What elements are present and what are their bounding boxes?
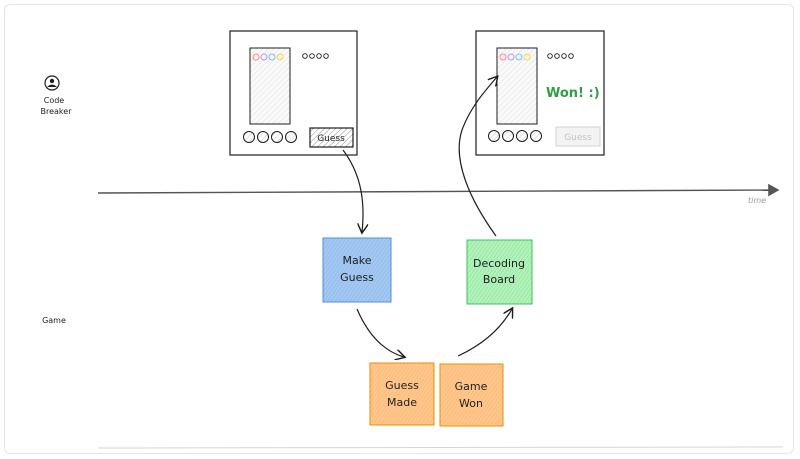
arrow-game-won-to-decoding-board [457, 309, 512, 357]
won-status: Won! :) [546, 86, 600, 101]
feedback-pegs [302, 53, 329, 59]
diagram-frame [4, 4, 794, 454]
sticky-guess-made-line2: Made [387, 396, 417, 409]
guess-button-label: Guess [317, 134, 345, 144]
guess-button-disabled-label: Guess [564, 133, 592, 143]
game-actor-label: Game [42, 316, 66, 325]
screen-mockup-won: Won! :) Guess [475, 30, 605, 156]
arrow-make-guess-to-guess-made [356, 308, 404, 357]
guess-button[interactable]: Guess [309, 127, 354, 148]
code-breaker-label-line2: Breaker [41, 107, 73, 116]
sticky-decoding-board[interactable]: Decoding Board [466, 239, 533, 305]
guess-button-disabled[interactable]: Guess [555, 126, 601, 147]
peg-red [252, 53, 260, 61]
peg-selector [243, 131, 297, 143]
sticky-guess-made-line1: Guess [385, 379, 419, 392]
peg-selector-2 [488, 130, 542, 142]
peg-blue [268, 53, 276, 61]
sticky-make-guess-line1: Make [343, 254, 372, 267]
sticky-decoding-board-line1: Decoding [473, 257, 525, 270]
sticky-make-guess[interactable]: Make Guess [322, 237, 392, 303]
sticky-guess-made[interactable]: Guess Made [369, 362, 435, 426]
sticky-game-won-line1: Game [455, 380, 488, 393]
sticky-game-won-line2: Won [459, 397, 483, 410]
sticky-decoding-board-line2: Board [483, 273, 515, 286]
sticky-make-guess-line2: Guess [340, 271, 374, 284]
timeline-label: time [748, 196, 766, 205]
arrow-guess-to-make-guess [342, 149, 363, 232]
bottom-baseline [97, 446, 784, 449]
timeline: time [97, 183, 780, 205]
guess-pegs-row [252, 53, 284, 61]
peg-yellow [276, 53, 284, 61]
code-breaker-label-line1: Code [44, 96, 65, 105]
screen-mockup-guess: Guess [229, 30, 358, 156]
arrow-decoding-board-to-screen [458, 77, 497, 237]
sticky-game-won[interactable]: Game Won [439, 363, 504, 427]
user-icon [44, 75, 60, 91]
feedback-pegs-2 [547, 53, 574, 59]
code-breaker-actor: Code Breaker [41, 75, 73, 116]
guess-pegs-row-2 [499, 53, 531, 61]
peg-purple [260, 53, 268, 61]
